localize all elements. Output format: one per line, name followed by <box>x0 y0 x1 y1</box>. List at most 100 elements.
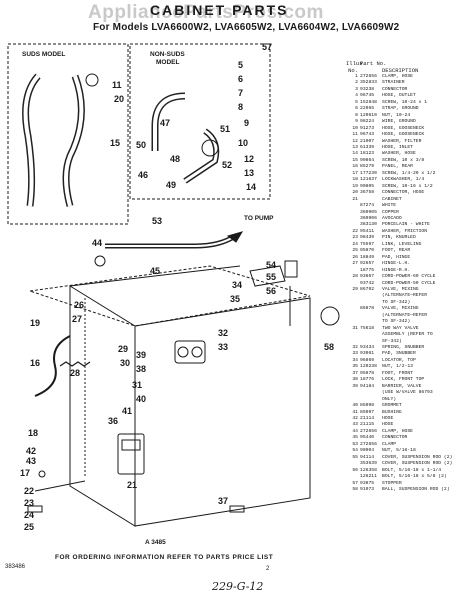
part-number: 93238 <box>360 86 375 92</box>
callout-28: 28 <box>70 368 80 378</box>
suspension-ball <box>320 306 340 326</box>
callout-48: 48 <box>170 154 180 164</box>
part-number: 272656 <box>360 441 377 447</box>
rear-leveling-link <box>34 480 86 492</box>
part-illus-no: 53 <box>352 441 358 447</box>
power-cord <box>34 335 71 397</box>
callout-23: 23 <box>24 498 34 508</box>
ordering-info-footer: FOR ORDERING INFORMATION REFER TO PARTS … <box>55 554 274 561</box>
part-description: WIRE, GROUND <box>382 119 416 125</box>
parts-table-header-row: Illus. Part No. <box>346 60 470 67</box>
part-description: HINGE-L.H. <box>382 261 411 267</box>
table-row: (USE W/VALVE 86793 <box>346 390 470 396</box>
part-illus-no: 6 <box>355 106 358 112</box>
callout-50: 50 <box>136 140 146 150</box>
part-illus-no: 3 <box>355 86 358 92</box>
table-row: (ALTERNATE—REFER <box>346 293 470 299</box>
part-illus-no: 21 <box>352 196 358 202</box>
part-description: (USE W/VALVE 86793 <box>382 390 433 396</box>
part-illus-no: 2 <box>355 80 358 86</box>
callout-33: 33 <box>218 342 228 352</box>
part-number: 75597 <box>360 241 375 247</box>
part-illus-no: 4 <box>355 93 358 99</box>
part-description: NUT, 5/16-18 <box>382 448 416 454</box>
part-description: PIN, KNURLED <box>382 235 416 241</box>
suds-hose-left-inner <box>23 74 40 207</box>
callout-46: 46 <box>138 170 148 180</box>
part-description: PORCELAIN - WHITE <box>382 222 430 228</box>
callout-18: 18 <box>28 428 38 438</box>
part-number: 94114 <box>360 454 375 460</box>
part-illus-no: 23 <box>352 235 358 241</box>
part-illus-no: 10 <box>352 125 358 131</box>
callout-15: 15 <box>110 138 120 148</box>
header-desc <box>382 60 470 67</box>
callout-41: 41 <box>122 406 132 416</box>
callout-47: 47 <box>160 118 170 128</box>
part-illus-no: 26 <box>352 254 358 260</box>
part-illus-no: 20 <box>352 190 358 196</box>
part-number: 93061 <box>360 351 375 357</box>
callout-11: 11 <box>112 80 122 90</box>
part-description: BUSHING <box>382 409 402 415</box>
callout-58: 58 <box>324 342 334 352</box>
part-illus-no: 24 <box>352 241 358 247</box>
table-row: (ALTERNATE—REFER <box>346 313 470 319</box>
two-way-valve <box>117 433 145 475</box>
part-illus-no: 1 <box>355 74 358 79</box>
valve-solenoid-2 <box>191 346 203 358</box>
to-pump-label: TO PUMP <box>244 215 274 222</box>
callout-52: 52 <box>222 160 232 170</box>
part-description: SCREW, 10-16 x 1/2 <box>382 183 433 189</box>
part-number: 272656 <box>360 74 377 79</box>
part-number: 85279 <box>360 164 375 170</box>
part-illus-no: 31 <box>352 325 358 331</box>
part-description: PANEL, REAR <box>382 164 413 170</box>
part-description: FOOT, REAR <box>382 248 411 254</box>
part-description: STOPPER <box>382 480 402 486</box>
callout-22: 22 <box>24 486 34 496</box>
part-number: 18776 <box>360 377 375 383</box>
part-description: HOSE <box>382 416 394 422</box>
valve-solenoid-1 <box>177 346 189 358</box>
part-number: 90864 <box>360 157 375 163</box>
parts-table-header-row-2: No. DESCRIPTION <box>346 67 470 74</box>
part-illus-no: 8 <box>355 112 358 118</box>
part-illus-no: 9 <box>355 119 358 125</box>
callout-29: 29 <box>118 344 128 354</box>
callout-5: 5 <box>238 60 243 70</box>
part-number: 352833 <box>360 80 377 86</box>
inlet-hose-inner <box>184 129 218 183</box>
part-illus-no: 19 <box>352 183 358 189</box>
figure-id: A 3485 <box>145 539 166 546</box>
part-description: TO SF-342) <box>382 299 411 305</box>
part-illus-no: 42 <box>352 416 358 422</box>
callout-54: 54 <box>266 260 276 270</box>
callout-8: 8 <box>238 102 243 112</box>
part-number: 86878 <box>360 306 375 312</box>
callout-12: 12 <box>244 154 254 164</box>
part-illus-no: 38 <box>352 377 358 383</box>
part-number: 95440 <box>360 435 375 441</box>
part-illus-no: 41 <box>352 409 358 415</box>
part-description: CABINET <box>382 196 402 202</box>
part-number: 86792 <box>360 286 375 292</box>
callout-49: 49 <box>166 180 176 190</box>
callout-27: 27 <box>72 314 82 324</box>
